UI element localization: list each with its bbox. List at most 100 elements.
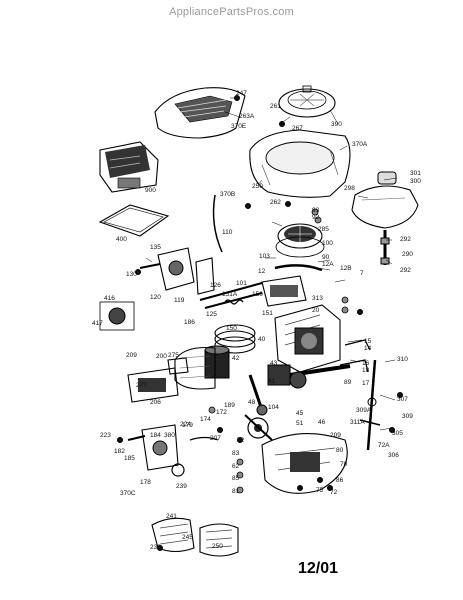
gasket [195, 257, 215, 295]
leader-lines [145, 97, 398, 431]
carburetor-intake [139, 247, 195, 291]
part-label: 224 [180, 421, 191, 428]
oil-sump [261, 433, 348, 494]
part-label: 7 [360, 270, 364, 277]
revision-date: 12/01 [298, 560, 339, 577]
part-label: 241 [166, 513, 177, 520]
crankshaft [267, 364, 351, 389]
part-label: 417 [92, 320, 103, 327]
piston-rings [214, 324, 256, 354]
part-label: 313 [312, 295, 323, 302]
part-label: 125 [206, 311, 217, 318]
part-label: 15 [364, 338, 372, 345]
muffler-guard [127, 367, 179, 403]
part-label: 72A [378, 442, 390, 449]
part-label: 16 [362, 360, 370, 367]
valve-set [199, 282, 263, 309]
part-labels: 247 263A 370E 261 267 390 370A 250 370B … [92, 90, 421, 551]
choke-link [189, 436, 219, 441]
part-label: 292 [400, 267, 411, 274]
part-label: 83 [232, 450, 240, 457]
air-filter [98, 204, 170, 237]
part-label: 41 [268, 378, 276, 385]
part-label: 151 [262, 310, 273, 317]
part-label: 90 [322, 254, 330, 261]
part-label: 263A [239, 113, 255, 120]
part-label: 48 [248, 399, 256, 406]
part-label: 150 [252, 291, 263, 298]
part-label: 70 [340, 461, 348, 468]
part-label: 300 [410, 178, 421, 185]
part-label: 184 [150, 432, 161, 439]
part-label: 900 [145, 187, 156, 194]
governor-linkage [339, 339, 371, 373]
part-label: 307 [397, 396, 408, 403]
fasteners [117, 95, 403, 551]
part-label: 172 [216, 409, 227, 416]
part-label: 86 [336, 477, 344, 484]
part-label: 209 [126, 352, 137, 359]
part-label: 370E [231, 123, 247, 130]
part-label: 275 [168, 352, 179, 359]
part-label: 92 [312, 214, 320, 221]
part-label: 250 [252, 183, 263, 190]
part-label: 250 [212, 543, 223, 550]
part-label: 12A [322, 261, 334, 268]
primer-bulb [171, 463, 185, 477]
part-label: 89 [344, 379, 352, 386]
part-label: 309A [356, 407, 372, 414]
part-label: 42 [232, 355, 240, 362]
part-label: 12B [340, 265, 352, 272]
part-label: 45 [296, 410, 304, 417]
part-label: 305 [392, 430, 403, 437]
blower-housing [249, 129, 351, 198]
part-label: 104 [268, 404, 279, 411]
part-label: 103 [259, 253, 270, 260]
air-cleaner-base [151, 517, 195, 553]
control-bracket [167, 357, 189, 375]
part-label: 20 [312, 307, 320, 314]
part-label: 223 [100, 432, 111, 439]
part-label: 247 [236, 90, 247, 97]
part-label: 14 [364, 345, 372, 352]
part-label: 400 [116, 236, 127, 243]
part-label: 186 [184, 319, 195, 326]
part-label: 416 [104, 295, 115, 302]
part-label: 311A [350, 419, 365, 426]
part-label: 200 [156, 353, 167, 360]
part-label: 182 [114, 448, 125, 455]
part-label: 238 [150, 544, 161, 551]
part-label: 46 [318, 419, 326, 426]
piston [204, 345, 230, 379]
part-label: 101 [236, 280, 247, 287]
part-label: 380 [164, 432, 175, 439]
part-label: 18 [362, 367, 370, 374]
part-label: 285 [318, 226, 329, 233]
part-label: 261 [270, 103, 281, 110]
part-label: 43 [270, 360, 278, 367]
part-label: 298 [344, 185, 355, 192]
part-label: 185 [124, 455, 135, 462]
part-label: 135 [150, 244, 161, 251]
camshaft [244, 414, 273, 441]
part-label: 130 [126, 271, 137, 278]
part-label: 179 [182, 422, 193, 429]
flywheel [275, 223, 325, 258]
part-label: 277 [136, 382, 147, 389]
part-label: 72 [330, 489, 338, 496]
part-label: 151A [222, 291, 238, 298]
part-label: 239 [176, 483, 187, 490]
part-label: 51 [296, 420, 304, 427]
part-label: 100 [322, 240, 333, 247]
part-label: 150 [226, 325, 237, 332]
part-label: 206 [150, 399, 161, 406]
part-label: 178 [140, 479, 151, 486]
cylinder-block [274, 304, 341, 373]
part-label: 292 [400, 236, 411, 243]
valve-cover-assembly [99, 301, 135, 331]
part-label: 126 [210, 282, 221, 289]
part-label: 62 [232, 463, 240, 470]
part-label: 290 [402, 251, 413, 258]
fuel-tank [351, 171, 419, 229]
ignition-wire [212, 194, 323, 272]
